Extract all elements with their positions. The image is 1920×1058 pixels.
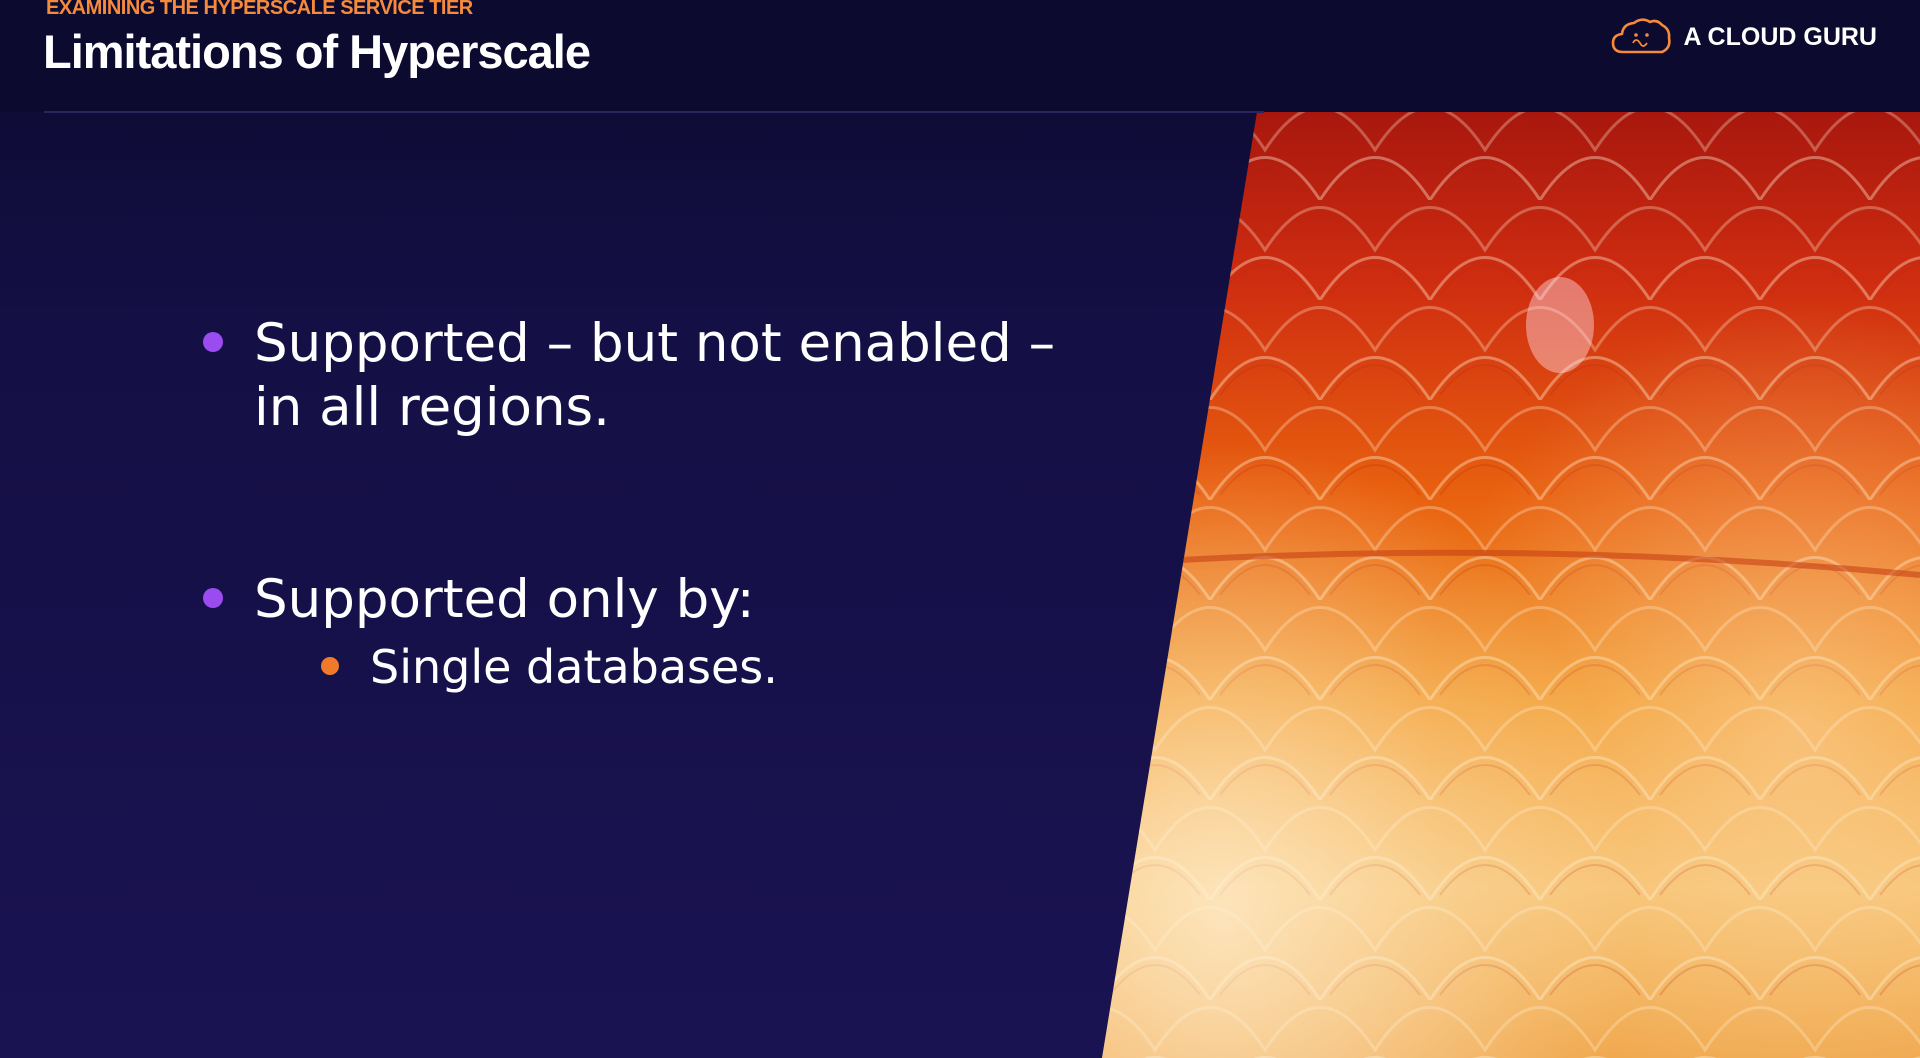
bullet-item: Supported only by: Single databases.	[200, 568, 1120, 696]
brand-logo: A CLOUD GURU	[1609, 16, 1877, 58]
header-bar	[0, 0, 1920, 112]
section-kicker: EXAMINING THE HYPERSCALE SERVICE TIER	[46, 0, 473, 19]
header-divider	[44, 111, 1264, 113]
sub-bullet-item: Single databases.	[316, 638, 1120, 696]
slide-title: Limitations of Hyperscale	[43, 25, 591, 78]
bullet-dot-icon	[203, 588, 223, 608]
brand-name: A CLOUD GURU	[1683, 22, 1877, 51]
bullet-dot-icon	[203, 332, 223, 352]
sub-bullet-text-single-databases: Single databases.	[370, 640, 778, 694]
bullet-text-regions: Supported – but not enabled – in all reg…	[254, 313, 1056, 438]
bullet-text-supported-by: Supported only by:	[254, 569, 755, 630]
bullet-list: Supported – but not enabled – in all reg…	[200, 312, 1120, 696]
bullet-item: Supported – but not enabled – in all reg…	[200, 312, 1120, 440]
sub-bullet-dot-icon	[321, 657, 339, 675]
cloud-icon	[1612, 18, 1672, 54]
